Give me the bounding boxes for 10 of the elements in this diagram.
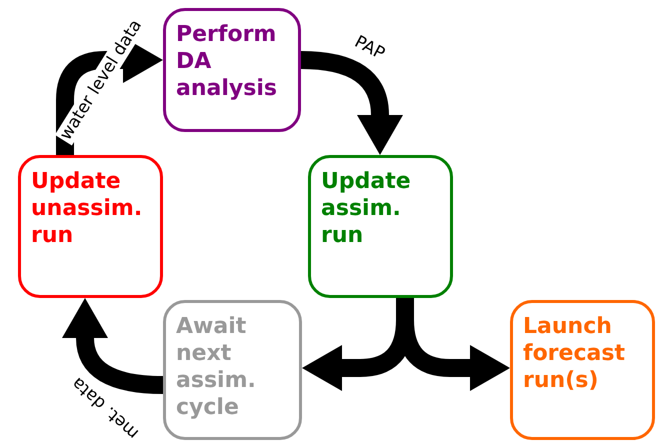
- process-box: [510, 300, 655, 440]
- process-box: [163, 8, 301, 132]
- box-label: Launch forecast run(s): [523, 313, 626, 394]
- box-label: Perform DA analysis: [176, 21, 278, 102]
- process-box: [18, 155, 163, 298]
- box-label: Update unassim. run: [31, 168, 144, 249]
- process-box: [308, 155, 453, 298]
- box-label: Update assim. run: [321, 168, 412, 249]
- box-label: Await next assim. cycle: [176, 313, 257, 421]
- process-box: [163, 300, 302, 440]
